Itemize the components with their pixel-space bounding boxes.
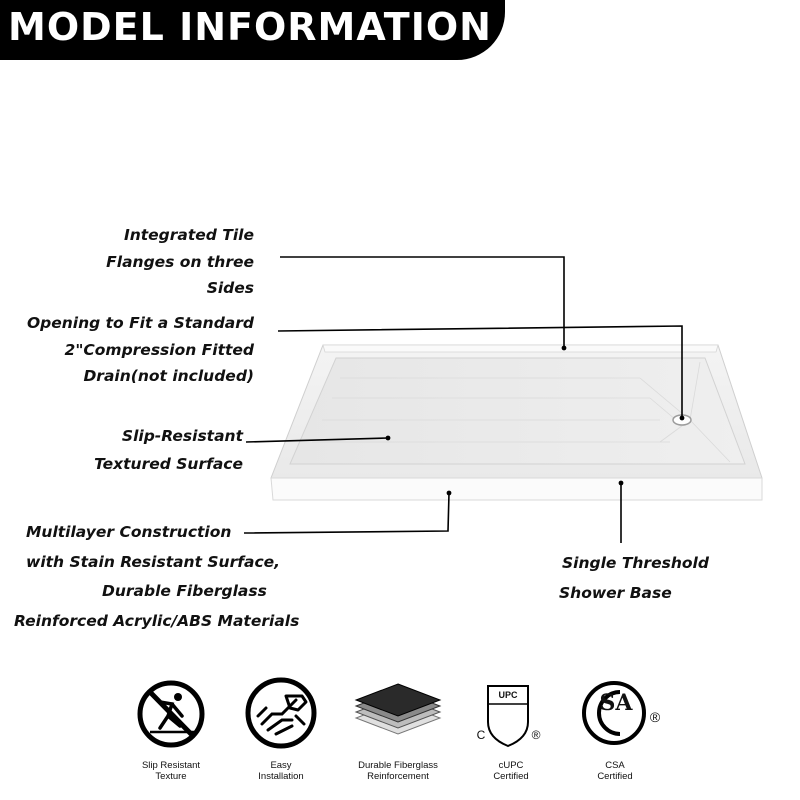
tray-floor	[289, 357, 746, 465]
csa-registered-mark: ®	[649, 709, 661, 725]
upc-registered-mark: ®	[531, 728, 541, 742]
callout-line: Durable Fiberglass	[102, 582, 267, 600]
csa-mark-text: SA	[599, 690, 633, 716]
badge-label-fiberglass: Durable Fiberglass Reinforcement	[348, 760, 448, 782]
upc-mark-text: UPC	[498, 690, 518, 700]
badge-line: Installation	[258, 771, 304, 782]
badge-line: Certified	[597, 771, 633, 782]
leader-flanges	[280, 256, 565, 348]
callout-single-threshold: Single Threshold Shower Base	[559, 548, 709, 608]
callout-line: Sides	[206, 279, 254, 297]
callout-multilayer: Multilayer Construction with Stain Resis…	[14, 518, 299, 636]
callout-line: Multilayer Construction	[26, 523, 232, 541]
badge-line: cUPC	[498, 760, 524, 771]
badge-line: CSA	[605, 760, 625, 771]
callout-tile-flanges: Integrated Tile Flanges on three Sides	[106, 222, 254, 302]
badge-label-upc: cUPC Certified	[476, 760, 546, 782]
badge-line: Durable Fiberglass	[358, 760, 438, 771]
callout-slip-resistant: Slip-Resistant Textured Surface	[94, 422, 243, 478]
leader-drain	[277, 325, 683, 418]
callout-line: Drain(not included)	[83, 367, 254, 385]
callout-line: Single Threshold	[562, 554, 709, 572]
callout-line: Opening to Fit a Standard	[26, 314, 254, 332]
callout-line: Shower Base	[559, 584, 672, 602]
badge-line: Slip Resistant	[141, 760, 201, 771]
textured-surface	[312, 361, 731, 463]
badge-line: Easy	[270, 760, 292, 771]
title-banner: MODEL INFORMATION	[0, 0, 505, 60]
badge-line: Texture	[155, 771, 187, 782]
badge-label-slip: Slip Resistant Texture	[128, 760, 214, 782]
callout-line: Integrated Tile	[123, 226, 254, 244]
callout-line: Flanges on three	[106, 252, 254, 271]
tile-flange	[322, 344, 719, 353]
callout-line: 2"Compression Fitted	[64, 340, 254, 359]
upc-c-letter: C	[476, 728, 486, 742]
tray-front-edge	[270, 477, 763, 501]
callout-line: Slip-Resistant	[121, 427, 243, 445]
badge-line: Reinforcement	[367, 771, 429, 782]
leader-multilayer	[243, 492, 450, 534]
badge-line: Certified	[493, 771, 529, 782]
callout-line: with Stain Resistant Surface,	[26, 552, 281, 571]
badge-label-csa: CSA Certified	[580, 760, 650, 782]
callout-line: Textured Surface	[94, 455, 243, 473]
callout-drain-opening: Opening to Fit a Standard 2"Compression …	[27, 310, 254, 390]
page-title: MODEL INFORMATION	[8, 5, 492, 49]
callout-line: Reinforced Acrylic/ABS Materials	[14, 611, 300, 630]
badge-label-easy: Easy Installation	[238, 760, 324, 782]
leader-slip	[245, 437, 389, 443]
